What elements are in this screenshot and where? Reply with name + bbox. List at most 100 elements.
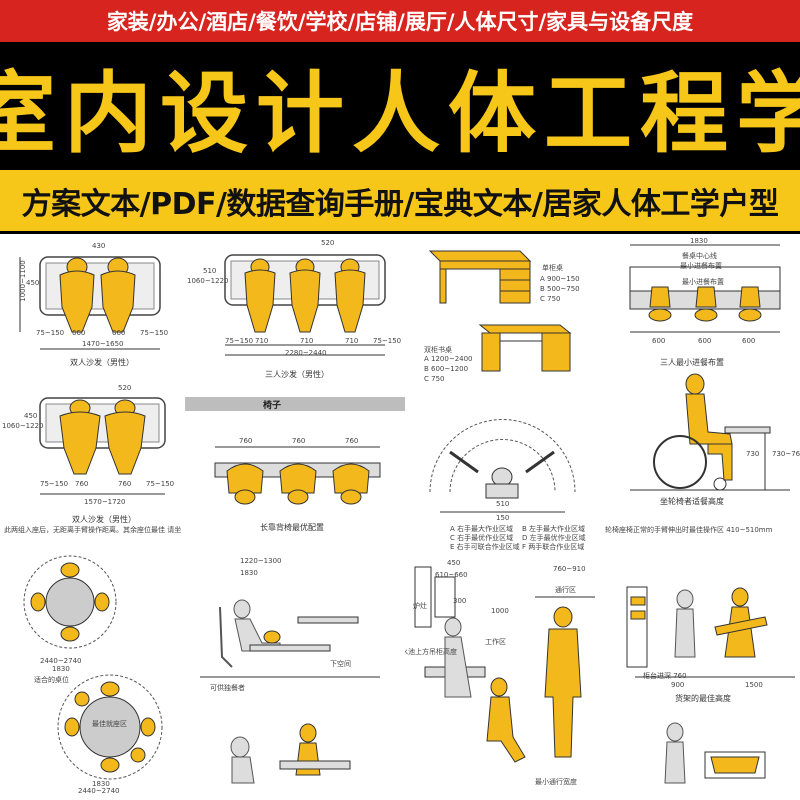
reach-legend: B 左手最大作业区域 [522,525,586,533]
triple-sofa-diagram: 520 75~150 710 710 710 75~150 2280~2440 … [185,237,405,387]
diagram-caption: 三人最小进餐布置 [660,358,724,367]
diagram-caption: 货架的最佳高度 [675,694,731,703]
dim-label: 柜台进深 760 [643,672,687,680]
dim-label: 760 [345,437,359,445]
note-label: 最佳就座区 [92,720,127,728]
reach-legend: F 两手联合作业区域 [522,543,585,551]
reach-legend: C 右手最优作业区域 [450,534,514,542]
dim-label: 1830 [52,665,70,673]
dim-label: 760 [118,480,132,488]
dim-label: 1830 [240,569,258,577]
double-sofa-drawing-2 [39,397,166,495]
reach-legend: D 左手最优作业区域 [522,534,586,542]
desk-legend: C 750 [540,295,561,303]
dim-label: 760 [75,480,89,488]
desk-drawing [428,250,572,372]
dim-label: 75~150 [40,480,69,488]
diagram-caption: 双人沙发（男性） [70,358,134,367]
dim-label: 520 [118,384,132,392]
dim-label: 炉灶 [413,602,427,610]
note-line: 此两组入座后，无距离手臂操作距离。其余座位最佳 请坐 [4,526,182,534]
retail-diagram: 柜台进深 760 900 1500 货架的最佳高度 [615,547,800,800]
dim-label: 最小进餐布置 [682,278,724,286]
dim-label: 75~150 [146,480,175,488]
dim-label: 660 [112,329,126,337]
section-strip [185,397,405,411]
note-line: 轮椅座椅正常的手臂伸出时最佳操作区 410~510mm [605,526,773,534]
dim-label: 2440~2740 [40,657,82,665]
dim-label: 1500 [745,681,763,689]
desk-legend: A 900~1500 [540,275,580,283]
dim-label: 1060~1220 [187,277,229,285]
desk-diagram: 单柜桌 A 900~1500 B 500~750 C 750 双柜书桌 A 12… [410,237,580,402]
dim-label: 710 [255,337,269,345]
dim-label: 610~660 [435,571,468,579]
dim-label: 1000 [491,607,509,615]
dim-label: 75~150 [36,329,65,337]
dim-label: 450 [26,279,40,287]
double-sofa-drawing [19,256,161,350]
dim-label: 最小通行宽度 [535,778,577,786]
dim-label: 餐桌中心线 [682,252,717,260]
double-sofa-diagram: 430 75~150 660 660 75~150 1470~1650 1000… [0,237,185,387]
dim-label: 75~150 [225,337,254,345]
dim-label: 430 [92,242,106,250]
dim-label: 2280~2440 [285,349,327,357]
desk-legend: B 600~1200 [424,365,469,373]
diagram-caption: 三人沙发（男性） [265,370,329,379]
dim-label: 730 [746,450,760,458]
seating-diagram: 1220~1300 1830 可供独餐者 下空间 [180,547,400,800]
dim-label: 900 [671,681,685,689]
note-label: 适合的桌位 [34,676,69,684]
round-table-drawing [23,555,163,780]
double-sofa-diagram-2: 520 75~150 760 760 75~150 1570~1720 1060… [0,382,185,537]
dim-label: 1570~1720 [84,498,126,506]
dining-drawing [629,244,781,333]
dim-label: 600 [652,337,666,345]
diagram-caption: 双人沙发（男性） [72,515,136,524]
section-header: 椅子 [263,401,282,411]
dim-label: 760 [292,437,306,445]
dim-label: 450 [24,412,38,420]
dim-label: 660 [72,329,86,337]
dim-label: 150 [496,514,510,522]
desk-legend: 单柜桌 [542,264,563,272]
dim-label: 300 [453,597,467,605]
dim-label: 600 [698,337,712,345]
diagram-caption: 长靠背椅最优配置 [260,523,324,532]
dim-label: 水池上方吊柜高度 [405,648,457,656]
subtitle-banner: 方案文本/PDF/数据查询手册/宝典文本/居家人体工学户型 [0,170,800,234]
note-label: 可供独餐者 [210,684,245,692]
kitchen-drawing [414,566,595,763]
dim-label: 75~150 [373,337,402,345]
dim-label: 760~910 [553,565,586,573]
subtitle-text: 方案文本/PDF/数据查询手册/宝典文本/居家人体工学户型 [21,186,779,222]
dim-label: 600 [742,337,756,345]
dim-label: 1830 [690,237,708,245]
diagram-caption: 坐轮椅者适餐高度 [660,497,724,506]
dim-label: 1220~1300 [240,557,282,565]
dim-label: 510 [203,267,217,275]
desk-legend: A 1200~2400 [424,355,473,363]
desk-legend: B 500~750 [540,285,580,293]
title-banner: 室内设计人体工程学 [0,42,800,170]
diagram-collage: 430 75~150 660 660 75~150 1470~1650 1000… [0,237,800,800]
bench-drawing [214,446,381,505]
dim-label: 520 [321,239,335,247]
dim-label: 730~760 [772,450,800,458]
kitchen-diagram: 450 610~660 300 1000 760~910 通行区 工作区 炉灶 … [405,557,605,800]
dim-label: 工作区 [485,638,506,646]
wheelchair-diagram: 730 730~760 坐轮椅者适餐高度 [600,372,800,522]
dim-label: 710 [300,337,314,345]
category-banner: 家装/办公/酒店/餐饮/学校/店铺/展厅/人体尺寸/家具与设备尺度 [0,0,800,42]
note-label: 下空间 [330,660,351,668]
desk-legend: 双柜书桌 [424,346,452,354]
reach-diagram: 510 150 A 右手最大作业区域 B 左手最大作业区域 C 右手最优作业区域… [410,402,595,552]
reach-legend: A 右手最大作业区域 [450,525,514,533]
dim-label: 75~150 [140,329,169,337]
dim-label: 760 [239,437,253,445]
wheelchair-drawing [630,373,790,491]
dim-label: 450 [447,559,461,567]
triple-sofa-drawing [224,254,386,356]
dim-label: 710 [345,337,359,345]
